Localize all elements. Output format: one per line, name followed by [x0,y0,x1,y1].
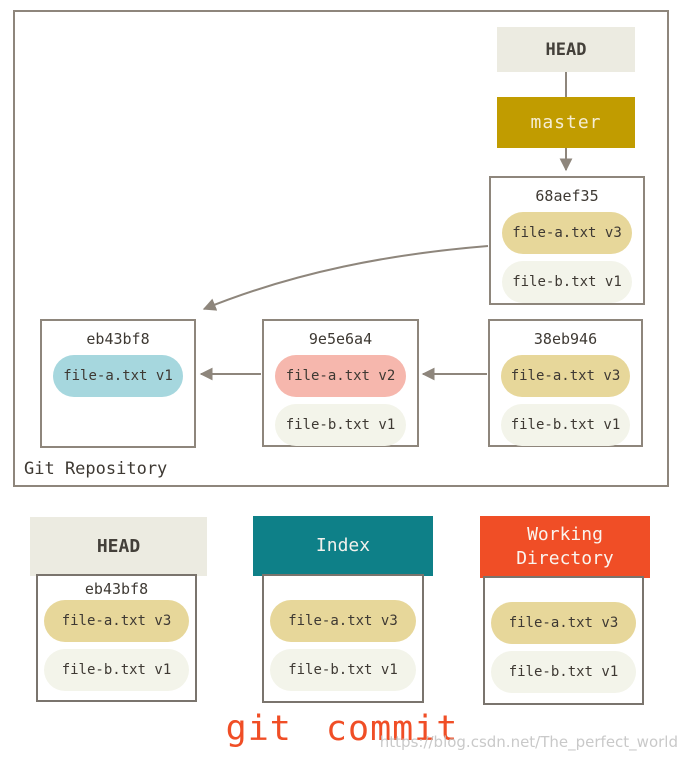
commit-box-38eb946: 38eb946 file-a.txt v3 file-b.txt v1 [488,319,643,447]
working-directory-header: Working Directory [480,516,650,578]
spacer [485,578,642,602]
git-repository-label: Git Repository [24,459,168,479]
file-entry: file-a.txt v3 [270,600,416,642]
file-entry: file-b.txt v1 [44,649,189,691]
file-blob: file-a.txt v2 [275,355,406,397]
commit-id: eb43bf8 [86,330,150,348]
file-blob: file-a.txt v3 [502,212,632,254]
head-tree-title: HEAD [96,535,141,557]
file-blob: file-b.txt v1 [502,261,632,303]
file-blob: file-a.txt v1 [53,355,183,397]
head-tree-commit-id: eb43bf8 [84,580,149,598]
commit-id: 9e5e6a4 [308,330,373,348]
index-tree-header: Index [253,516,433,576]
head-ref-box: HEAD [497,27,635,72]
file-entry: file-a.txt v3 [44,600,189,642]
working-directory-body: file-a.txt v3 file-b.txt v1 [483,576,644,705]
file-blob: file-a.txt v3 [501,355,630,397]
commit-box-eb43bf8: eb43bf8 file-a.txt v1 [40,319,196,448]
working-directory-title: Working Directory [516,524,614,569]
master-branch-box: master [497,97,635,148]
head-ref-label: HEAD [545,39,587,60]
commit-box-68aef35: 68aef35 file-a.txt v3 file-b.txt v1 [489,176,645,305]
master-branch-label: master [530,112,602,133]
git-command-caption: git commit [225,709,459,749]
head-tree-header: HEAD [30,517,207,576]
commit-id: 38eb946 [533,330,598,348]
commit-box-9e5e6a4: 9e5e6a4 file-a.txt v2 file-b.txt v1 [262,319,419,447]
index-tree-title: Index [315,535,371,556]
watermark-text: https://blog.csdn.net/The_perfect_world [379,733,678,751]
file-entry: file-a.txt v3 [491,602,636,644]
file-blob: file-b.txt v1 [501,404,630,446]
spacer [264,576,422,600]
file-blob: file-b.txt v1 [275,404,406,446]
index-tree-body: file-a.txt v3 file-b.txt v1 [262,574,424,703]
commit-id: 68aef35 [535,187,599,205]
file-entry: file-b.txt v1 [491,651,636,693]
head-tree-body: eb43bf8 file-a.txt v3 file-b.txt v1 [36,574,197,702]
git-repository-box: Git Repository [13,10,669,487]
file-entry: file-b.txt v1 [270,649,416,691]
